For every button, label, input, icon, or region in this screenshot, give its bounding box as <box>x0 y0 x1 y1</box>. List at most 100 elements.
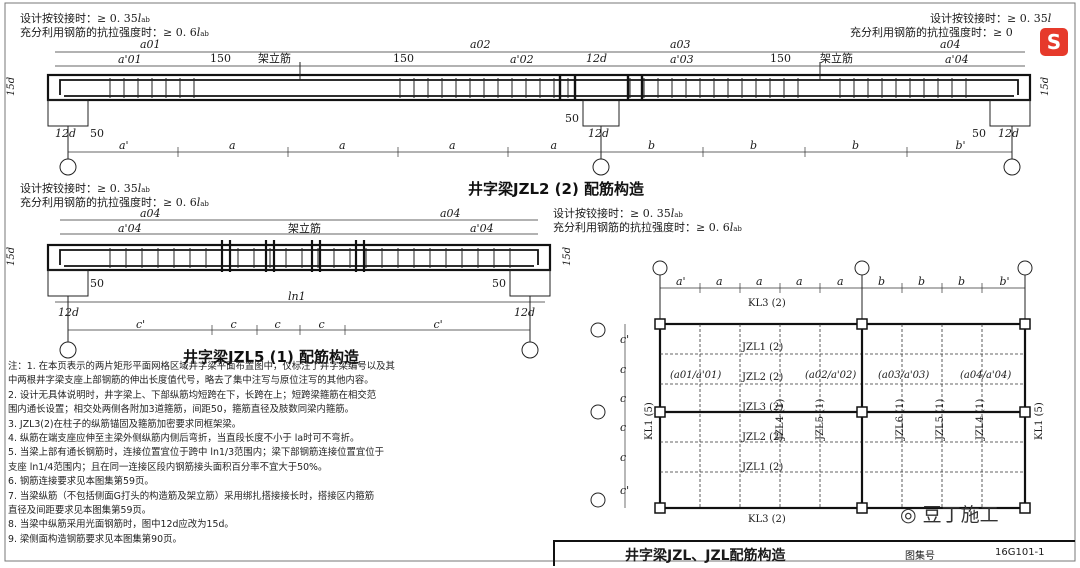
kl-top-label: KL3 (2) <box>748 298 786 309</box>
note-line: 2. 设计无具体说明时，井字梁上、下部纵筋均短跨在下，长跨在上；短跨梁箍筋在相交… <box>8 389 377 401</box>
bottom-dim-label: a <box>229 139 236 152</box>
dim-12d-mid2: 12d <box>588 127 609 140</box>
column <box>1019 318 1031 330</box>
bottom-dim-label: a <box>551 139 558 152</box>
beam-jzl2: 架立筋 架立筋 a01 a'01 a02 a'02 a03 a'03 a'04 … <box>6 38 1051 176</box>
jzl-row-label: JZL1 (2) <box>741 462 783 473</box>
plan-top-dim-label: b <box>918 275 925 288</box>
jzl-col-label: JZL5 (1) <box>815 399 826 441</box>
plan-top-dim-label: b <box>878 275 885 288</box>
plan-axis-circle <box>854 260 870 276</box>
dim-b2-a04-right: a04 <box>440 207 461 220</box>
plan-annot-3: (a03/a'03) <box>878 370 929 381</box>
note-line: 3. JZL3(2)在柱子的纵筋锚固及箍筋加密要求同框架梁。 <box>8 418 242 430</box>
column <box>856 318 868 330</box>
dim-a04: a04 <box>940 38 961 51</box>
note-line: 7. 当梁纵筋（不包括侧面G打头的构造筋及架立筋）采用绑扎搭接接长时，搭接区内箍… <box>8 490 375 502</box>
plan-side-dim-label: c <box>620 392 626 405</box>
column <box>1019 406 1031 418</box>
notes-block: 注：1. 在本页表示的两片矩形平面网格区域井字梁平面布置图中，仅标注了井字梁编号… <box>8 360 593 547</box>
plan-side-dim-label: c' <box>620 484 629 497</box>
bottom-dim-label: a' <box>119 139 129 152</box>
hinge-note-right: 设计按铰接时：≥ 0. 35l <box>930 11 1052 25</box>
title-block-fig: 图集号 <box>905 551 935 562</box>
title-block-name: 井字梁JZL、JZL配筋构造 <box>625 548 786 564</box>
bottom-dim-label: b <box>852 139 859 152</box>
beam-jzl5: 架立筋 a04 a'04 a'04 a04 15d 15d 50 50 ln1 … <box>6 207 573 359</box>
dim-ln1: ln1 <box>288 290 306 303</box>
dim-a1-03: a'03 <box>670 53 694 66</box>
dim-a02: a02 <box>470 38 491 51</box>
note-line: 围内通长设置；相交处两侧各附加3道箍筋，间距50，箍筋直径及肢数同梁内箍筋。 <box>8 404 355 416</box>
dim-b2-a04-left: a04 <box>140 207 161 220</box>
erect-bar-label-1: 架立筋 <box>258 51 291 65</box>
note-line: 8. 当梁中纵筋采用光面钢筋时，图中12d应改为15d。 <box>8 519 234 531</box>
plan-outline <box>658 322 1027 510</box>
plan-axis-circle <box>590 404 606 420</box>
dim-a01: a01 <box>140 38 161 51</box>
dim-b2-15d-left: 15d <box>6 247 17 266</box>
dim-15d-left: 15d <box>6 77 17 96</box>
brand-logo: S <box>1040 28 1068 56</box>
hinge-note-3: 设计按铰接时：≥ 0. 35lab <box>553 206 683 220</box>
support-axis-3 <box>1003 158 1021 176</box>
bottom-dim-label: c <box>231 318 237 331</box>
plan-top-dim-label: b <box>958 275 965 288</box>
plan-top-dim-label: a <box>837 275 844 288</box>
dim-150-b: 150 <box>393 52 414 65</box>
jzl-row-label: JZL2 (2) <box>741 432 783 443</box>
plan-top-dim-label: b' <box>1000 275 1010 288</box>
dim-50-left: 50 <box>90 127 104 140</box>
kl-right-label: KL1 (5) <box>1034 402 1045 440</box>
frame-border <box>4 2 1076 562</box>
beam2-title: 井字梁JZL5 (1) 配筋构造 <box>183 348 359 366</box>
full-strength-note-left: 充分利用钢筋的抗拉强度时：≥ 0. 6lab <box>20 25 209 39</box>
note-line: 5. 当梁上部有通长钢筋时，连接位置宜位于跨中 ln1/3范围内；梁下部钢筋连接… <box>8 447 385 459</box>
watermark: ◎ 豆丁施工 <box>900 500 999 527</box>
title-block: 井字梁JZL、JZL配筋构造 图集号 16G101-1 <box>553 540 1075 566</box>
dim-b2-50-left: 50 <box>90 277 104 290</box>
column <box>654 502 666 514</box>
support-axis-1 <box>59 158 77 176</box>
bottom-dim-label: a <box>339 139 346 152</box>
dim-a1-02: a'02 <box>510 53 534 66</box>
dim-15d-right: 15d <box>1040 77 1051 96</box>
support-axis-4 <box>59 341 77 359</box>
plan-side-dim-label: c <box>620 451 626 464</box>
dim-a1-01: a'01 <box>118 53 142 66</box>
full-strength-note-right: 充分利用钢筋的抗拉强度时：≥ 0 <box>850 25 1013 39</box>
dim-12d-mid: 12d <box>586 52 607 65</box>
note-line: 直径及间距要求见本图集第59页。 <box>8 505 152 517</box>
dim-12d-left: 12d <box>55 127 76 140</box>
column <box>856 502 868 514</box>
plan-top-dim-label: a <box>716 275 723 288</box>
dim-a1-04: a'04 <box>945 53 969 66</box>
column <box>856 406 868 418</box>
column <box>654 318 666 330</box>
dim-b2-12d-right: 12d <box>514 306 535 319</box>
dim-b2-12d-left: 12d <box>58 306 79 319</box>
plan-axis-circle <box>590 322 606 338</box>
title-block-no: 16G101-1 <box>995 547 1045 558</box>
note-line: 6. 钢筋连接要求见本图集第59页。 <box>8 476 154 488</box>
plan-top-dim-label: a' <box>676 275 686 288</box>
bottom-dim-label: a <box>449 139 456 152</box>
column <box>1019 502 1031 514</box>
dim-12d-right: 12d <box>998 127 1019 140</box>
plan-side-dim-label: c <box>620 421 626 434</box>
beam1-title: 井字梁JZL2 (2) 配筋构造 <box>468 180 644 198</box>
kl-bottom-label: KL3 (2) <box>748 514 786 525</box>
dim-b2-15d-right: 15d <box>562 247 573 266</box>
dim-b2-50-right: 50 <box>492 277 506 290</box>
bottom-dim-label: b' <box>956 139 966 152</box>
dim-150-a: 150 <box>210 52 231 65</box>
dim-50-right: 50 <box>972 127 986 140</box>
note-line: 支座 ln1/4范围内；且在同一连接区段内钢筋接头面积百分率不宜大于50%。 <box>8 461 328 473</box>
note-line: 注：1. 在本页表示的两片矩形平面网格区域井字梁平面布置图中，仅标注了井字梁编号… <box>8 361 395 372</box>
note-line: 4. 纵筋在端支座应伸至主梁外侧纵筋内侧后弯折，当直段长度不小于 la时可不弯折… <box>8 433 360 445</box>
plan-axis-circle <box>590 492 606 508</box>
jzl-row-label: JZL3 (2) <box>741 402 783 413</box>
